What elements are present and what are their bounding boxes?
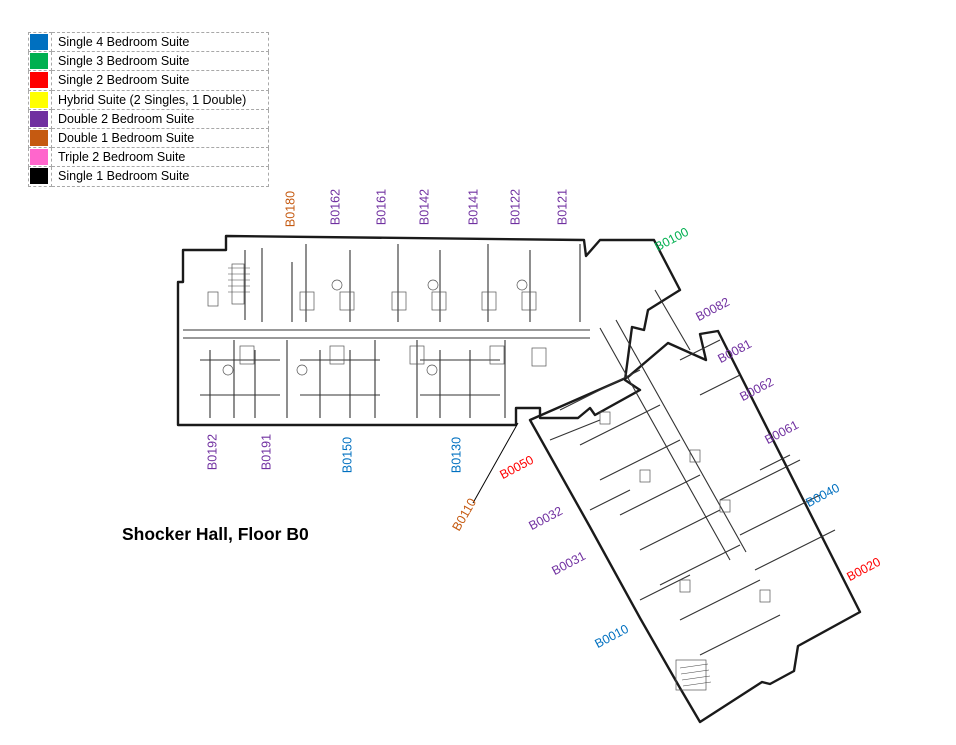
stair-hatching	[228, 267, 712, 687]
legend-swatch-cell	[28, 147, 52, 168]
legend-label: Hybrid Suite (2 Singles, 1 Double)	[51, 89, 269, 110]
legend-swatch	[30, 53, 48, 70]
legend-label: Single 2 Bedroom Suite	[51, 70, 269, 91]
interior-walls	[183, 244, 836, 656]
legend-swatch	[30, 91, 48, 108]
room-label-b0192: B0192	[205, 434, 219, 470]
page-title: Shocker Hall, Floor B0	[122, 524, 309, 544]
room-label-b0061: B0061	[762, 418, 801, 447]
legend-swatch	[30, 149, 48, 166]
room-label-b0130: B0130	[449, 437, 463, 473]
legend-swatch-cell	[28, 70, 52, 91]
legend-swatch	[30, 72, 48, 89]
room-label-b0122: B0122	[508, 189, 522, 225]
legend-label: Triple 2 Bedroom Suite	[51, 147, 269, 168]
room-label-b0031: B0031	[549, 549, 588, 578]
room-label-b0150: B0150	[340, 437, 354, 473]
legend-swatch-cell	[28, 89, 52, 110]
room-label-b0142: B0142	[417, 189, 431, 225]
legend-swatch	[30, 34, 48, 51]
legend-label: Single 4 Bedroom Suite	[51, 31, 269, 53]
room-label-b0040: B0040	[803, 481, 842, 510]
room-label-b0180: B0180	[283, 191, 297, 227]
legend-swatch	[30, 130, 48, 147]
legend-row: Hybrid Suite (2 Singles, 1 Double)	[28, 89, 269, 110]
room-label-b0191: B0191	[259, 434, 273, 470]
room-label-b0110: B0110	[450, 496, 480, 534]
room-label-b0141: B0141	[466, 189, 480, 225]
legend-row: Single 3 Bedroom Suite	[28, 51, 269, 72]
legend-swatch	[30, 110, 48, 127]
legend-label: Double 2 Bedroom Suite	[51, 108, 269, 129]
legend-swatch-cell	[28, 108, 52, 129]
room-label-b0161: B0161	[374, 189, 388, 225]
room-label-b0100: B0100	[652, 225, 691, 254]
room-label-b0032: B0032	[526, 504, 565, 533]
building-outline	[176, 234, 862, 724]
room-label-b0050: B0050	[497, 453, 536, 482]
room-label-b0010: B0010	[592, 622, 631, 651]
legend-row: Triple 2 Bedroom Suite	[28, 147, 269, 168]
room-label-b0162: B0162	[328, 189, 342, 225]
legend-swatch-cell	[28, 166, 52, 187]
room-label-b0082: B0082	[693, 295, 732, 324]
legend-row: Double 1 Bedroom Suite	[28, 127, 269, 149]
legend-row: Double 2 Bedroom Suite	[28, 108, 269, 129]
legend-swatch	[30, 168, 48, 185]
legend-label: Single 1 Bedroom Suite	[51, 166, 269, 187]
legend-swatch-cell	[28, 31, 52, 53]
legend-swatch-cell	[28, 127, 52, 149]
legend-row: Single 2 Bedroom Suite	[28, 70, 269, 91]
room-label-b0020: B0020	[844, 555, 883, 584]
b0110-leader-line	[472, 422, 519, 504]
legend-label: Double 1 Bedroom Suite	[51, 127, 269, 149]
fixtures	[207, 263, 771, 691]
legend-label: Single 3 Bedroom Suite	[51, 51, 269, 72]
legend-swatch-cell	[28, 51, 52, 72]
room-label-b0121: B0121	[555, 189, 569, 225]
legend-row: Single 4 Bedroom Suite	[28, 31, 269, 53]
legend-row: Single 1 Bedroom Suite	[28, 166, 269, 187]
